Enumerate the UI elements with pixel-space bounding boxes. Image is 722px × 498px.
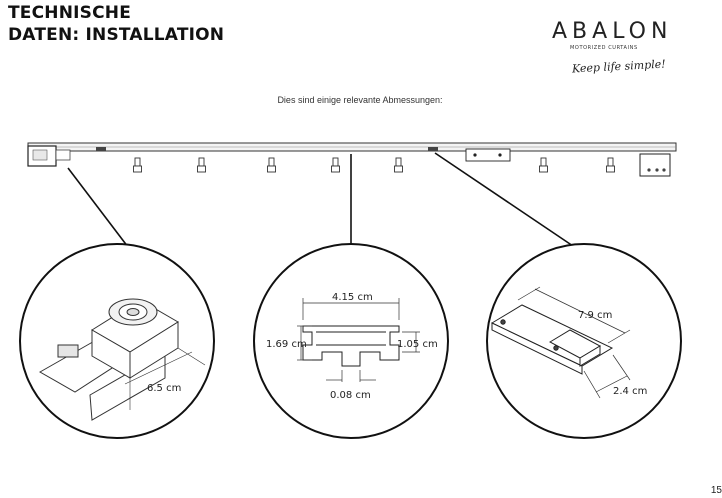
dim-bracket-length: 7.9 cm (578, 310, 612, 321)
leader-lines (67, 152, 574, 248)
brand-logo: ABALON MOTORIZED CURTAINS Keep life simp… (552, 19, 692, 76)
page-title-line-1: TECHNISCHE (8, 3, 132, 23)
detail-circle-motor: 6.5 cm (19, 243, 215, 439)
dim-slot-width: 0.08 cm (330, 390, 371, 401)
intro-text: Dies sind einige relevante Abmessungen: (277, 95, 443, 105)
carrier (331, 157, 340, 173)
ceiling-bracket (465, 148, 511, 162)
dim-motor-width: 6.5 cm (147, 383, 181, 394)
rail-carriers (133, 157, 615, 173)
page-title: TECHNISCHE DATEN: INSTALLATION (8, 2, 224, 46)
brand-name: ABALON (552, 19, 673, 44)
dim-profile-height-inner: 1.05 cm (397, 339, 438, 350)
carrier (394, 157, 403, 173)
carrier (539, 157, 548, 173)
carrier (606, 157, 615, 173)
end-cap (639, 153, 671, 177)
curtain-rail (27, 142, 677, 177)
detail-circle-profile: 4.15 cm 1.69 cm 1.05 cm 0.08 cm (253, 243, 449, 439)
carrier (267, 157, 276, 173)
dim-profile-width: 4.15 cm (332, 292, 373, 303)
page-title-line-2: DATEN: INSTALLATION (8, 25, 225, 45)
dim-profile-height-total: 1.69 cm (266, 339, 307, 350)
carrier (197, 157, 206, 173)
brand-subtitle: MOTORIZED CURTAINS (570, 45, 638, 51)
dim-bracket-width: 2.4 cm (613, 386, 647, 397)
page-number: 15 (710, 485, 722, 496)
detail-circle-bracket: 7.9 cm 2.4 cm (486, 243, 682, 439)
carrier (133, 157, 142, 173)
